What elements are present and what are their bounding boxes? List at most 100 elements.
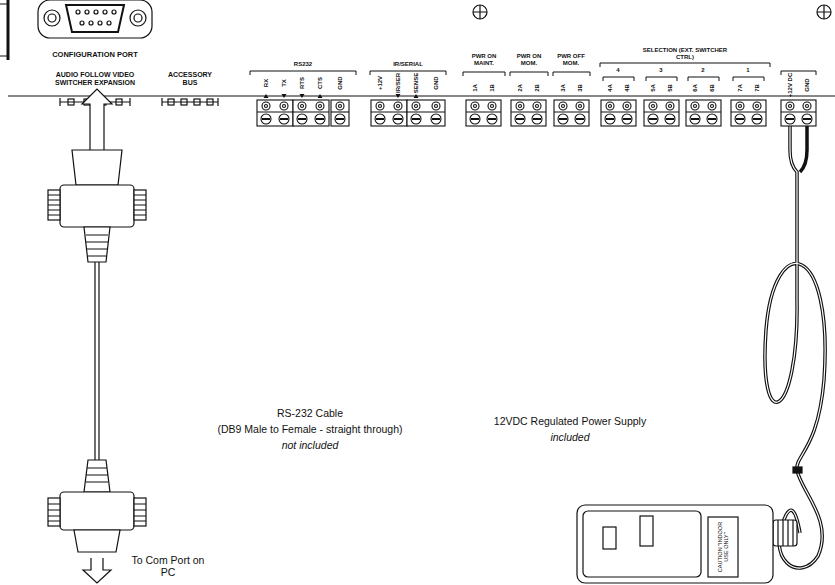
terminal [707,102,717,124]
signal-arrow [318,94,323,98]
group-bracket [370,71,446,75]
cable-note: RS-232 Cable [277,407,343,419]
panel-bottom [8,96,835,97]
terminal [605,102,615,124]
group-bracket [553,72,590,76]
pin-label: 3A [560,84,567,92]
channel-number: 4 [616,67,619,74]
terminal [622,102,632,124]
terminal [575,102,585,124]
pin-label: 7B [754,84,761,92]
terminal [261,102,271,124]
group-label: PWR ON MAINT. [464,53,504,67]
terminal [335,102,345,124]
terminal [690,102,700,124]
pin-label: GND [337,76,344,89]
pin-label: RTS [299,77,306,89]
pin-label: 5B [667,84,674,92]
pin-label: GND [804,78,811,91]
group-bracket [250,71,356,75]
pin-label: TX [281,79,288,87]
terminal-block [371,100,407,126]
group-label: SELECTION (EXT. SWITCHER CTRL) [640,47,730,61]
signal-arrow [300,94,305,98]
panel-edge [7,0,10,60]
pin-label: 1A [472,84,479,92]
terminal [393,102,403,124]
pin-label: +12V DC [787,73,794,98]
db9-female-connector [48,150,146,262]
pin-label: +12V [377,76,384,90]
channel-number: 3 [659,67,662,74]
pin-label: SENSE [413,73,420,93]
pin-label: CTS [317,77,324,89]
terminal [802,102,812,124]
terminal-block [466,100,501,126]
group-label: RS232 [294,61,312,68]
terminal [665,102,675,124]
destination-note: To Com Port on PC [126,554,211,578]
caution-label: CAUTION "INDOOR USE ONLY" [717,520,730,574]
terminal [470,102,480,124]
group-label: PWR ON MOM. [511,53,547,67]
channel-number: 2 [701,67,704,74]
terminal-block [601,100,636,126]
terminal [752,102,762,124]
terminal [411,102,421,124]
terminal-block [331,100,349,126]
cable [95,262,99,460]
pin-label: RX [263,79,270,87]
group-bracket [733,77,764,81]
group-bracket [600,63,770,67]
group-bracket [646,77,677,81]
terminal-block [511,100,546,126]
group-label: IR/SERIAL [393,61,423,68]
group-bracket [510,72,548,76]
port-label: CONFIGURATION PORT [48,51,143,60]
direction-arrow [83,558,111,583]
terminal [315,102,325,124]
terminal [648,102,658,124]
supply-note: included [550,431,589,443]
pin-label: 7A [737,84,744,92]
cable-note: not included [282,439,339,451]
terminal-block [554,100,589,126]
pin-label: 4B [624,84,631,92]
pin-label: 3B [577,84,584,92]
db9-male-connector [48,460,146,552]
direction-arrow [82,89,112,152]
group-bracket [781,71,816,75]
db9-port [38,0,152,38]
port-label: ACCESSORY BUS [160,71,220,87]
group-bracket [603,77,634,81]
group-bracket [688,77,719,81]
signal-arrow [282,94,287,98]
terminal [431,102,441,124]
terminal [785,102,795,124]
power-cord [765,126,825,568]
terminal-block [644,100,679,126]
signal-arrow [264,94,269,98]
signal-arrow [414,94,419,98]
terminal-block [257,100,293,126]
terminal [532,102,542,124]
terminal [487,102,497,124]
terminal [297,102,307,124]
panel-screw [473,5,831,19]
terminal-block [407,100,445,126]
pin-label: IR/SER [395,73,402,93]
pin-label: 2A [517,84,524,92]
terminal [558,102,568,124]
pin-label: 1B [489,84,496,92]
pin-label: 2B [534,84,541,92]
terminal [735,102,745,124]
pin-label: 4A [607,84,614,92]
power-adapter [577,505,797,583]
pin-label: 6A [692,84,699,92]
group-label: PWR OFF MOM. [552,53,590,67]
pin-label: GND [433,76,440,89]
terminal-block [731,100,766,126]
port-label: AUDIO FOLLOW VIDEO SWITCHER EXPANSION [45,71,145,87]
signal-arrows [264,94,419,98]
